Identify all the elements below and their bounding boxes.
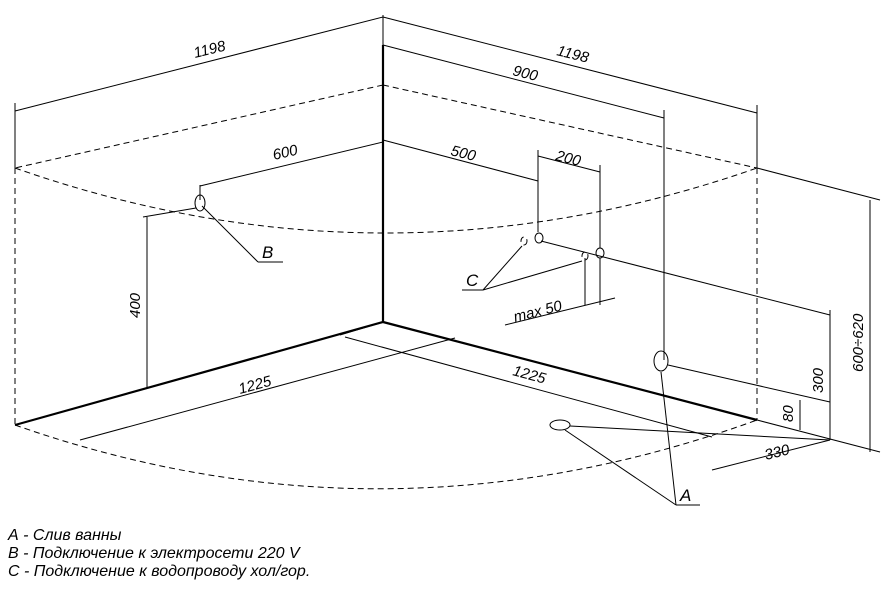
callout-b: B <box>262 243 273 262</box>
dim-tub-height: 600÷620 <box>756 167 881 453</box>
water-connections: C <box>462 232 831 316</box>
legend: А - Слив ванны В - Подключение к электро… <box>8 527 310 581</box>
bathtub-top-arc <box>14 167 758 234</box>
drain-icon <box>549 419 571 431</box>
water-inlet-1-icon <box>534 232 544 244</box>
dim-max-label: max 50 <box>512 297 564 326</box>
dim-water-spacing-label: 200 <box>553 147 583 170</box>
right-floor-edge <box>382 320 758 422</box>
legend-item-b: В - Подключение к электросети 220 V <box>8 545 300 562</box>
dim-drain-heights: 300 80 <box>780 310 831 440</box>
dim-max-height: max 50 <box>504 258 616 326</box>
dim-drain-depth-label: 330 <box>763 441 792 464</box>
drain-connection: A <box>549 350 831 506</box>
dim-drain-depth: 330 <box>711 439 831 471</box>
dim-floor-left-label: 1225 <box>237 373 274 398</box>
dim-top-left-width: 1198 <box>14 15 384 168</box>
dim-power-height: 400 <box>127 207 197 387</box>
bathtub-outline <box>14 84 758 490</box>
dim-power-offset: 600 <box>199 140 384 200</box>
dim-top-right-label: 1198 <box>555 42 591 66</box>
dim-drain-offset-label: 900 <box>511 62 540 85</box>
callout-c: C <box>466 271 479 290</box>
bathtub-bottom-arc <box>14 419 758 490</box>
room-geometry <box>14 45 758 427</box>
legend-item-a: А - Слив ванны <box>8 527 122 544</box>
bathtub-top-right <box>382 84 758 169</box>
dim-top-right-width: 1198 <box>382 16 758 168</box>
left-floor-edge <box>14 320 384 427</box>
dim-small-height-label: 80 <box>780 405 797 422</box>
dim-tub-height-label: 600÷620 <box>850 313 867 372</box>
dim-drain-offset: 900 <box>382 44 665 360</box>
dim-power-offset-label: 600 <box>271 142 300 164</box>
bathtub-top-left <box>14 84 384 169</box>
power-connection: B <box>194 194 283 263</box>
power-socket-icon <box>194 194 206 212</box>
legend-item-c: С - Подключение к водопроводу хол/гор. <box>8 563 311 580</box>
dim-drain-height-label: 300 <box>810 367 827 393</box>
dim-water-offset-label: 500 <box>449 142 478 165</box>
water-inlet-1-ghost-icon <box>520 236 528 246</box>
callout-a: A <box>679 486 691 505</box>
dim-power-height-label: 400 <box>127 292 144 318</box>
overflow-icon <box>653 350 669 372</box>
dim-water-offsets: 500 200 <box>382 139 601 248</box>
